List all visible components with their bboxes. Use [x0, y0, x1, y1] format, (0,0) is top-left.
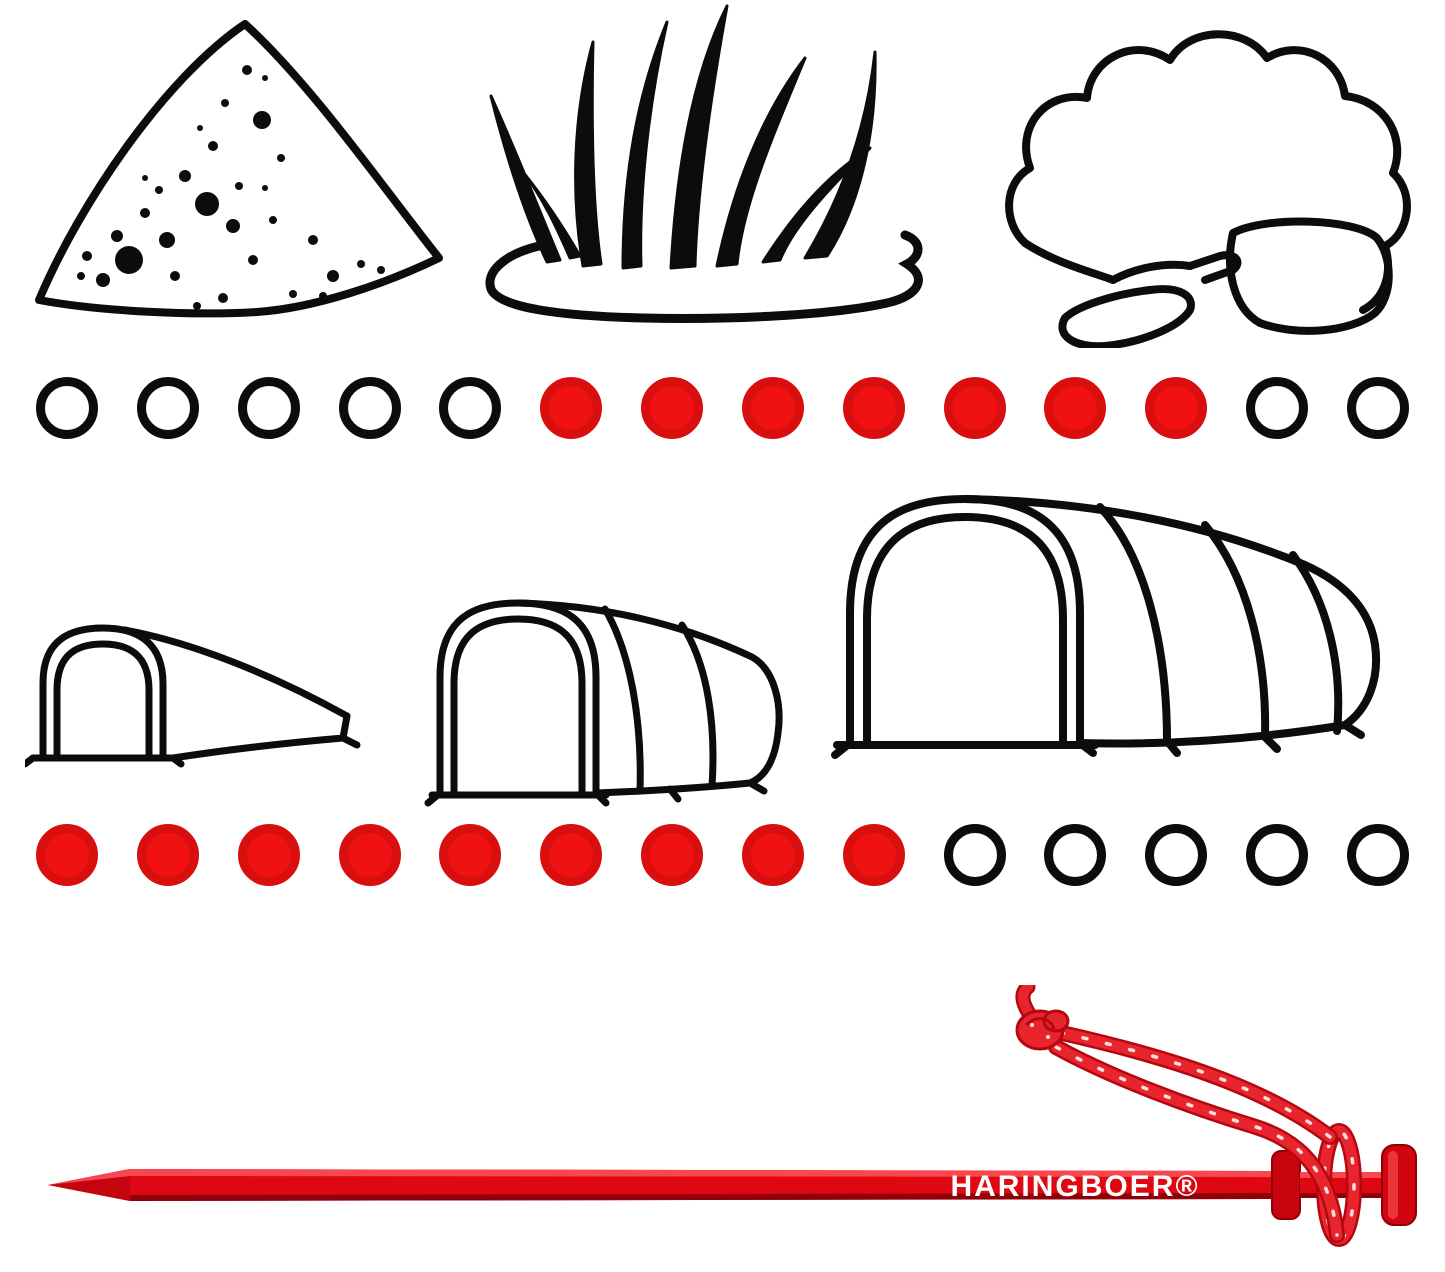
peg-cord — [1015, 985, 1362, 1247]
suitability-dot-filled — [540, 824, 603, 886]
peg-brand-text: HARINGBOER® — [950, 1170, 1199, 1203]
suitability-dot-filled — [439, 824, 502, 886]
suitability-dot-empty — [237, 377, 300, 439]
rocky-terrain-icon — [1005, 30, 1411, 348]
grass-blades — [489, 4, 877, 270]
suitability-dot-filled — [641, 377, 704, 439]
tent-suitability-dots — [36, 824, 1409, 886]
suitability-dot-filled — [540, 377, 603, 439]
suitability-dot-filled — [338, 824, 401, 886]
suitability-dot-filled — [36, 824, 98, 886]
suitability-dot-empty — [36, 377, 98, 439]
suitability-dot-filled — [842, 824, 905, 886]
large-tent-icon — [831, 495, 1380, 759]
suitability-dot-filled — [741, 377, 804, 439]
suitability-dot-filled — [842, 377, 905, 439]
suitability-dot-filled — [136, 824, 199, 886]
peg-cord-knot — [1015, 1009, 1070, 1051]
suitability-dot-empty — [943, 824, 1006, 886]
peg-shaft — [48, 1169, 1272, 1201]
tent-peg-product-image: HARINGBOER® — [48, 985, 1417, 1247]
sand-speckles — [77, 65, 385, 310]
suitability-dot-empty — [1044, 824, 1107, 886]
suitability-dot-empty — [1246, 824, 1309, 886]
suitability-dot-empty — [1246, 377, 1309, 439]
grass-terrain-icon — [485, 4, 923, 323]
medium-tent-icon — [424, 599, 783, 807]
suitability-dot-filled — [1044, 377, 1107, 439]
suitability-dot-filled — [943, 377, 1006, 439]
terrain-suitability-dots — [36, 377, 1409, 439]
suitability-dot-empty — [439, 377, 502, 439]
suitability-dot-filled — [741, 824, 804, 886]
peg-flange — [1271, 1150, 1301, 1220]
small-tent-icon — [25, 624, 361, 768]
suitability-dot-empty — [1346, 377, 1409, 439]
suitability-dot-empty — [1346, 824, 1409, 886]
suitability-dot-filled — [237, 824, 300, 886]
sand-terrain-icon — [35, 20, 443, 318]
suitability-dot-empty — [338, 377, 401, 439]
suitability-dot-empty — [1145, 824, 1208, 886]
suitability-dot-filled — [641, 824, 704, 886]
suitability-dot-empty — [136, 377, 199, 439]
peg-end-cap — [1381, 1144, 1417, 1226]
suitability-dot-filled — [1145, 377, 1208, 439]
